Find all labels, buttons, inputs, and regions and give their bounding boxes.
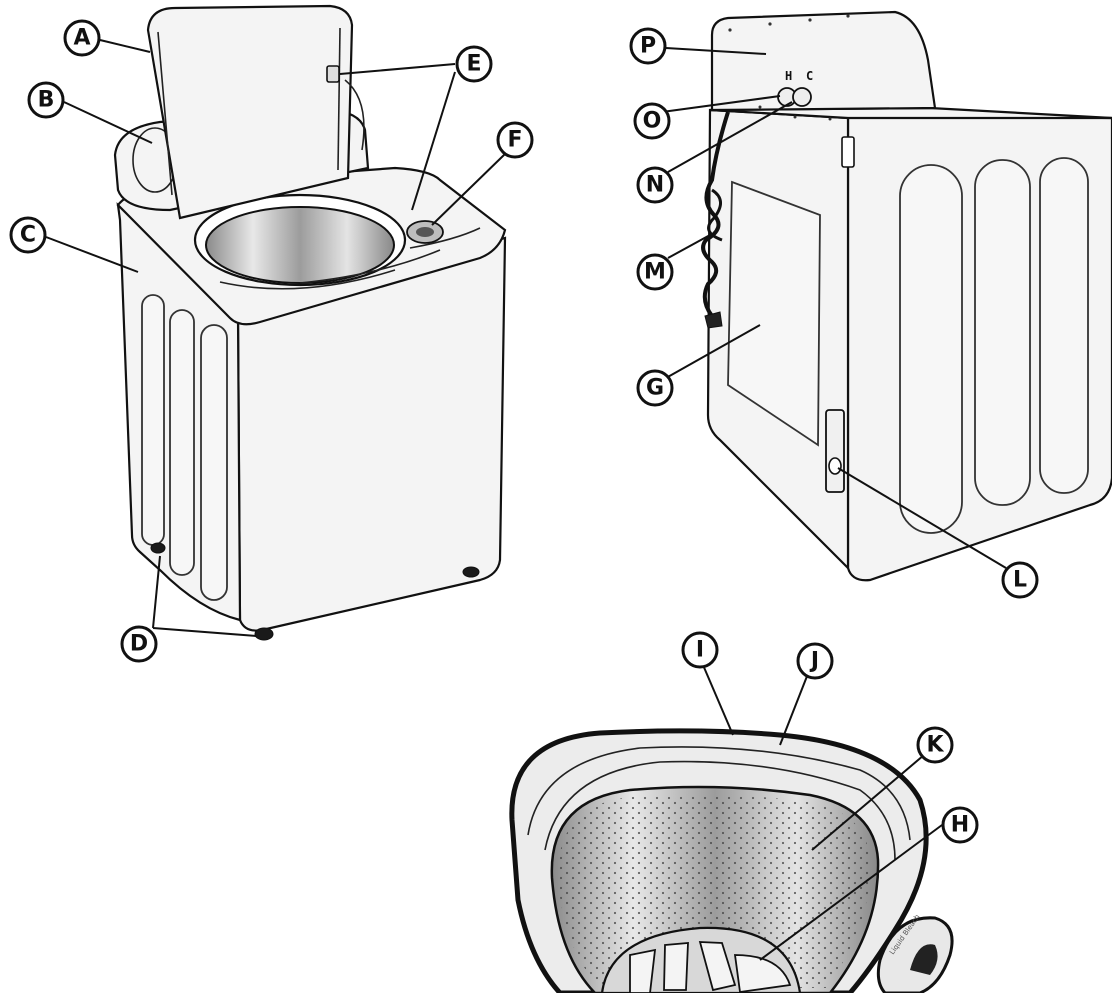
side-panel-emboss <box>899 164 963 534</box>
callout-b: B <box>27 81 65 119</box>
callout-a: A <box>63 19 101 57</box>
callout-i: I <box>681 631 719 669</box>
leader-lines <box>45 39 1007 961</box>
svg-text:J: J <box>809 649 819 674</box>
side-panel-emboss <box>200 324 228 601</box>
svg-text:C: C <box>20 223 36 248</box>
tub-closeup: Liquid Bleach <box>509 728 954 993</box>
bleach-cup <box>876 916 954 993</box>
svg-text:G: G <box>646 376 664 401</box>
side-panel-emboss <box>141 294 165 546</box>
callout-k: K <box>916 726 954 764</box>
svg-text:P: P <box>640 34 656 59</box>
svg-text:M: M <box>644 260 666 285</box>
front-washer <box>113 4 507 641</box>
callout-l: L <box>1001 561 1039 599</box>
leveling-foot <box>254 627 274 641</box>
drain-hose-holder <box>825 409 845 493</box>
console-rear <box>710 10 937 112</box>
svg-text:H: H <box>951 813 969 838</box>
access-panel <box>727 180 821 447</box>
callout-p: P <box>629 27 667 65</box>
svg-text:I: I <box>696 638 704 663</box>
hot-inlet-label: H <box>785 69 792 83</box>
svg-text:A: A <box>73 26 90 51</box>
svg-text:L: L <box>1013 568 1027 593</box>
wash-tub <box>205 206 395 284</box>
callout-n: N <box>636 166 674 204</box>
svg-text:B: B <box>38 88 55 113</box>
svg-text:K: K <box>926 733 944 758</box>
side-panel-emboss <box>169 309 195 576</box>
callout-d: D <box>120 625 158 663</box>
lid-switch <box>326 65 340 83</box>
power-cord <box>701 111 730 318</box>
rear-washer: H C <box>701 10 1112 582</box>
callout-m: M <box>636 253 674 291</box>
callout-f: F <box>496 121 534 159</box>
svg-text:E: E <box>466 52 481 77</box>
callout-h: H <box>941 806 979 844</box>
cold-inlet-label: C <box>806 69 813 83</box>
callout-o: O <box>633 102 671 140</box>
callout-g: G <box>636 369 674 407</box>
svg-text:N: N <box>646 173 664 198</box>
callout-e: E <box>455 45 493 83</box>
lid <box>146 4 354 220</box>
svg-text:D: D <box>130 632 148 657</box>
cold-water-inlet <box>792 87 812 107</box>
callout-c: C <box>9 216 47 254</box>
side-panel-emboss <box>974 159 1031 506</box>
side-panel-emboss <box>1039 157 1089 494</box>
svg-text:O: O <box>643 109 662 134</box>
callout-j: J <box>796 642 834 680</box>
svg-text:F: F <box>507 128 522 153</box>
